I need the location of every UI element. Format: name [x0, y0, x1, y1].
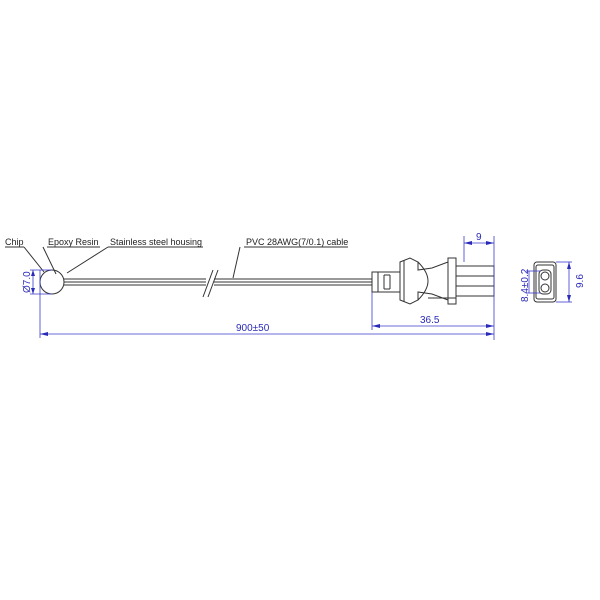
- height-dimension: 9.6: [575, 274, 586, 288]
- housing-label: Stainless steel housing: [110, 237, 202, 247]
- connector-end-view: [533, 261, 557, 303]
- epoxy-label: Epoxy Resin: [48, 237, 99, 247]
- cable: [64, 278, 372, 286]
- diameter-dimension: Ø7.0: [22, 271, 33, 293]
- sensor-housing: [39, 269, 65, 295]
- pin-length-dimension: 9: [476, 232, 482, 243]
- total-length-dimension: 900±50: [236, 323, 270, 334]
- connector-length-dimension: 36.5: [420, 315, 440, 326]
- pin-spacing-dimension: 8.4±0.2: [520, 268, 531, 302]
- connector: [371, 257, 495, 305]
- cable-label: PVC 28AWG(7/0.1) cable: [246, 237, 348, 247]
- chip-label: Chip: [5, 237, 24, 247]
